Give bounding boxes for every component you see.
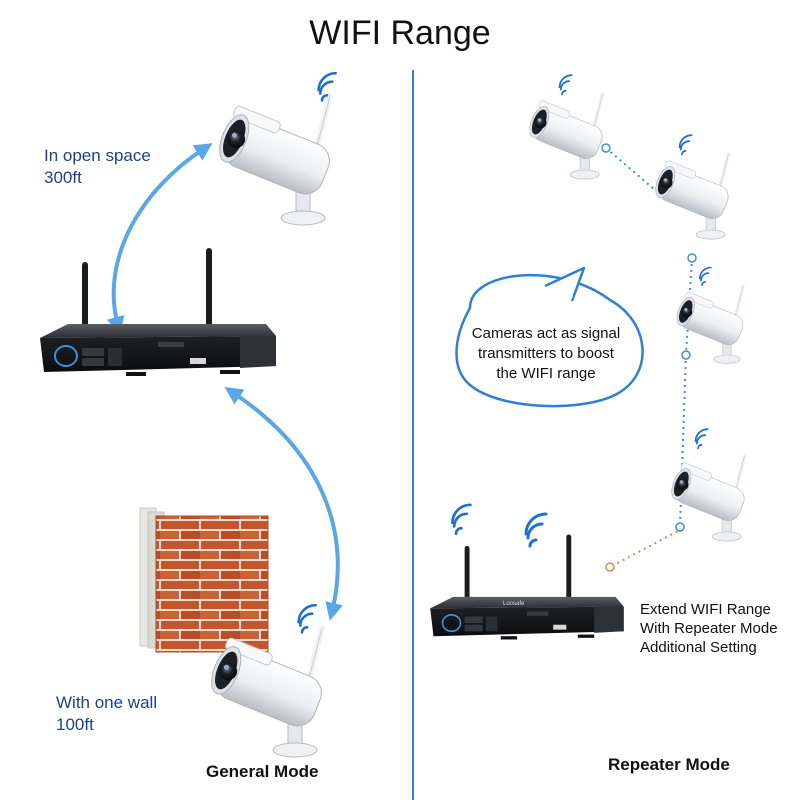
bubble-line-1: Cameras act as signal (471, 325, 621, 342)
nvr-repeater (429, 533, 625, 641)
wifi-icon (678, 134, 693, 156)
brick-wall (139, 507, 269, 653)
extend-line-3: Additional Setting (640, 639, 757, 656)
page-title: WIFI Range (309, 14, 491, 52)
bubble-line-3: the WIFI range (496, 365, 596, 382)
wifi-icon (297, 603, 317, 634)
nvr-brand-logo: Loosafe (503, 601, 525, 607)
repeater-camera-1 (523, 92, 610, 182)
extend-range-label: Extend WIFI Range With Repeater Mode Add… (640, 600, 778, 657)
repeater-camera-2 (649, 152, 736, 242)
one-wall-line-1: With one wall (56, 693, 158, 712)
camera-top-left (213, 96, 337, 225)
wifi-icon (317, 71, 337, 102)
open-space-label: In open space 300ft (44, 145, 151, 189)
wifi-icon (524, 512, 548, 548)
open-space-line-2: 300ft (44, 168, 82, 187)
nvr-general (39, 247, 277, 377)
speech-bubble (455, 266, 644, 408)
wifi-icon (698, 266, 712, 287)
arrow-one-wall (224, 387, 343, 621)
bubble-text: Cameras act as signal transmitters to bo… (466, 324, 626, 384)
wifi-icon (558, 74, 573, 96)
extend-line-1: Extend WIFI Range (640, 601, 771, 618)
extend-line-2: With Repeater Mode (640, 620, 778, 637)
repeater-mode-label: Repeater Mode (608, 755, 730, 774)
general-mode-label: General Mode (206, 762, 319, 781)
arrow-open-space (106, 143, 213, 335)
open-space-line-1: In open space (44, 146, 151, 165)
one-wall-line-2: 100ft (56, 715, 94, 734)
wifi-icon (694, 428, 709, 450)
repeater-chain-orange (611, 529, 681, 567)
bubble-line-2: transmitters to boost (478, 345, 614, 362)
one-wall-label: With one wall 100ft (56, 692, 157, 736)
chain-nodes (601, 143, 697, 572)
wifi-icon (451, 503, 472, 535)
